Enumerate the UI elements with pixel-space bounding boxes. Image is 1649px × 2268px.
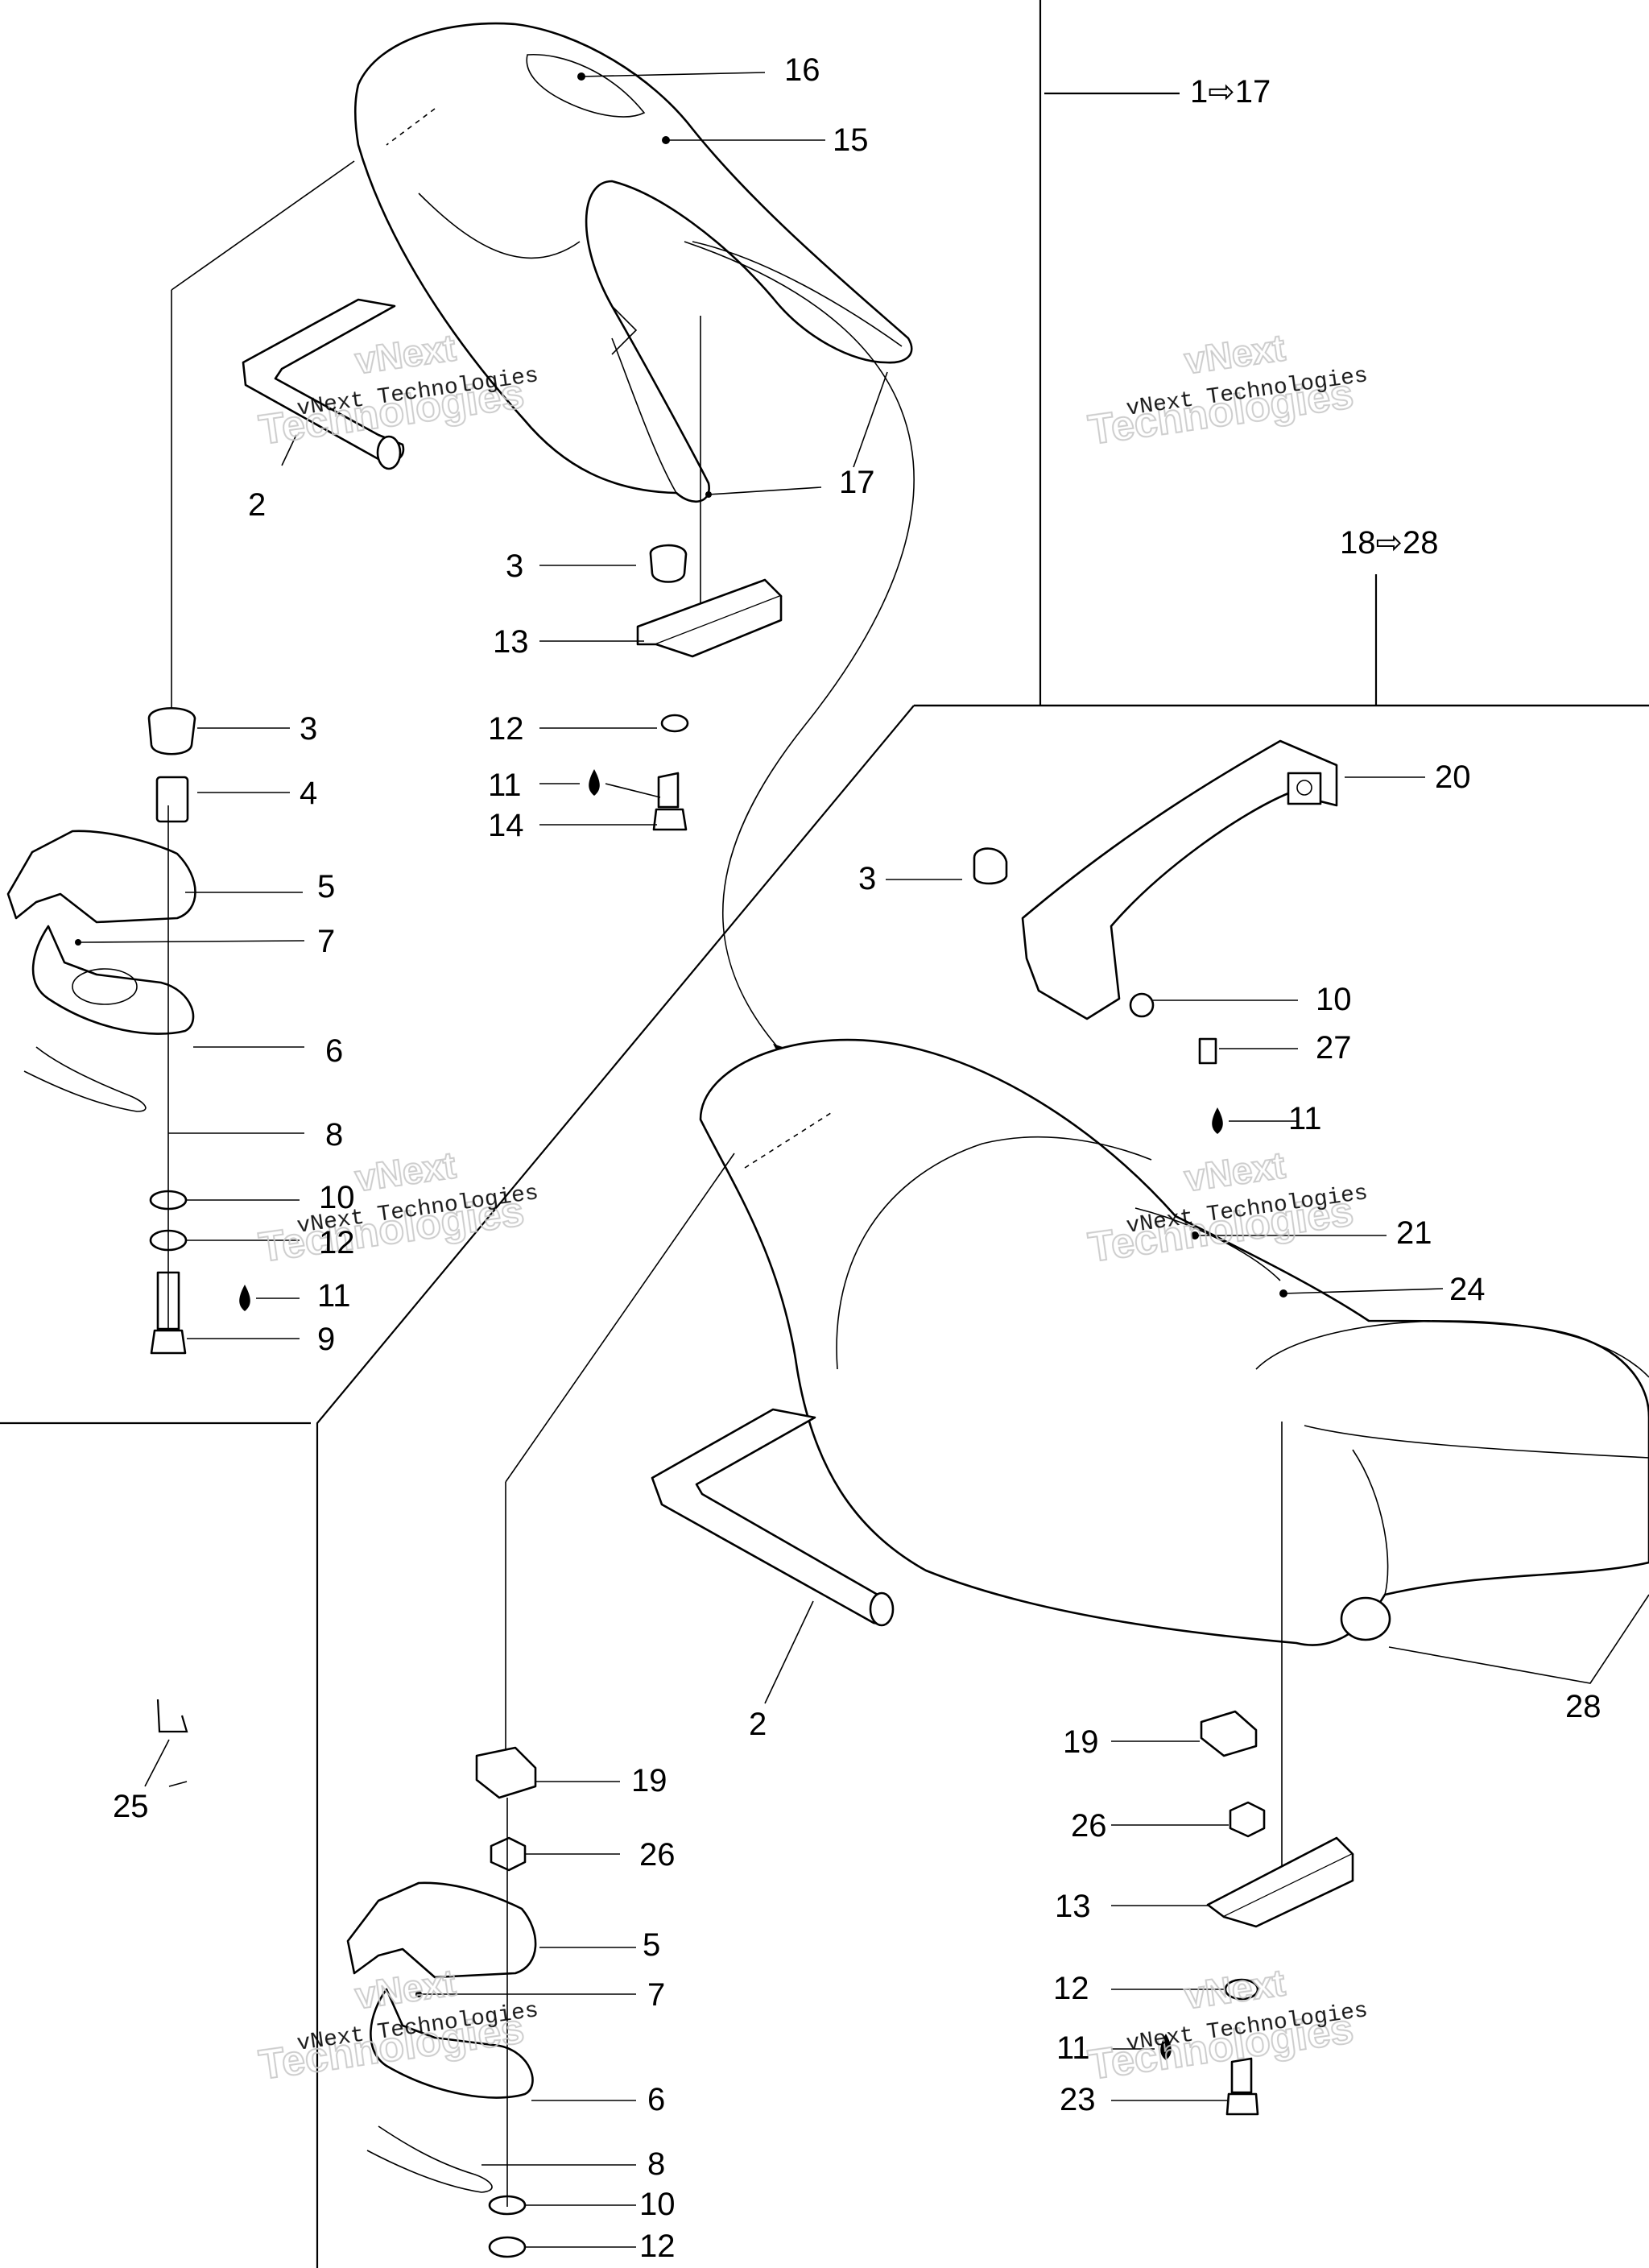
callout-8: 8 — [647, 2146, 665, 2182]
callout-28: 28 — [1565, 1689, 1601, 1724]
watermark: vNext Technologies vNext Technologies — [255, 1143, 540, 1272]
callout-10: 10 — [319, 1180, 355, 1215]
svg-text:vNext: vNext — [353, 326, 458, 382]
watermark: vNext Technologies vNext Technologies — [1085, 1960, 1370, 2089]
callout-12: 12 — [488, 711, 524, 747]
callout-6: 6 — [325, 1033, 343, 1069]
callout-13: 13 — [493, 624, 529, 660]
callout-23: 23 — [1060, 2082, 1096, 2117]
clip-25 — [156, 1699, 188, 1733]
callout-5: 5 — [317, 869, 335, 904]
callout-11: 11 — [488, 768, 522, 803]
callout-10: 10 — [1316, 982, 1352, 1017]
watermark: vNext Technologies vNext Technologies — [1085, 325, 1370, 454]
passenger-seat-cover — [353, 22, 913, 503]
callout-3: 3 — [506, 548, 523, 584]
callout-20: 20 — [1435, 759, 1471, 795]
leader-lines — [77, 72, 1444, 2248]
callout-17: 17 — [839, 465, 875, 500]
callout-12: 12 — [319, 1225, 355, 1260]
callout-27: 27 — [1316, 1030, 1352, 1066]
svg-text:vNext: vNext — [1182, 326, 1287, 382]
oil-drop-icon — [1212, 1107, 1223, 1134]
group-header-1-17: 1⇨17 — [1190, 74, 1271, 110]
callout-11: 11 — [1288, 1101, 1322, 1136]
callout-4: 4 — [300, 776, 317, 811]
callout-9: 9 — [317, 1322, 335, 1357]
callout-11: 11 — [317, 1278, 351, 1314]
callout-24: 24 — [1449, 1272, 1486, 1307]
callout-19: 19 — [631, 1763, 667, 1798]
callout-2: 2 — [248, 487, 266, 523]
svg-text:vNext: vNext — [353, 1961, 458, 2017]
callout-10: 10 — [639, 2187, 676, 2222]
callout-13: 13 — [1055, 1889, 1091, 1924]
callout-26: 26 — [639, 1837, 676, 1873]
callout-7: 7 — [647, 1977, 665, 2013]
callout-3: 3 — [858, 861, 876, 896]
svg-text:vNext: vNext — [1182, 1144, 1287, 1199]
callout-12: 12 — [1053, 1971, 1089, 2006]
rider-seat — [699, 1038, 1649, 1646]
callout-16: 16 — [784, 52, 820, 88]
svg-text:vNext: vNext — [1182, 1961, 1287, 2017]
rear-grab-bar — [973, 739, 1338, 1065]
callout-8: 8 — [325, 1117, 343, 1153]
callout-26: 26 — [1071, 1808, 1107, 1844]
callout-19: 19 — [1063, 1724, 1099, 1760]
left-latch-stack — [6, 706, 196, 1355]
callout-7: 7 — [317, 924, 335, 959]
callout-15: 15 — [833, 122, 869, 158]
oil-drop-icon — [239, 1285, 250, 1311]
callout-11: 11 — [1056, 2030, 1090, 2066]
svg-text:vNext: vNext — [353, 1144, 458, 1199]
callout-3: 3 — [300, 711, 317, 747]
lower-right-fasteners — [1200, 1710, 1354, 2116]
oil-drop-icon — [589, 769, 600, 796]
grab-handle-tube-upper — [242, 298, 405, 470]
grab-handle-tube-lower — [651, 1408, 895, 1627]
oil-drop-icons — [239, 769, 1223, 2060]
callout-labels: 16 15 17 2 3 13 12 11 14 3 4 5 7 6 8 10 … — [113, 52, 1601, 2264]
group-header-18-28: 18⇨28 — [1340, 525, 1439, 561]
callout-5: 5 — [643, 1927, 660, 1963]
upper-center-fasteners — [636, 544, 783, 831]
lower-latch-stack — [346, 1746, 537, 2258]
callout-21: 21 — [1396, 1215, 1432, 1251]
callout-2: 2 — [749, 1707, 767, 1742]
callout-14: 14 — [488, 808, 524, 843]
callout-6: 6 — [647, 2082, 665, 2117]
callout-25: 25 — [113, 1789, 149, 1824]
callout-12: 12 — [639, 2229, 676, 2264]
oil-drop-icon — [1160, 2034, 1172, 2060]
